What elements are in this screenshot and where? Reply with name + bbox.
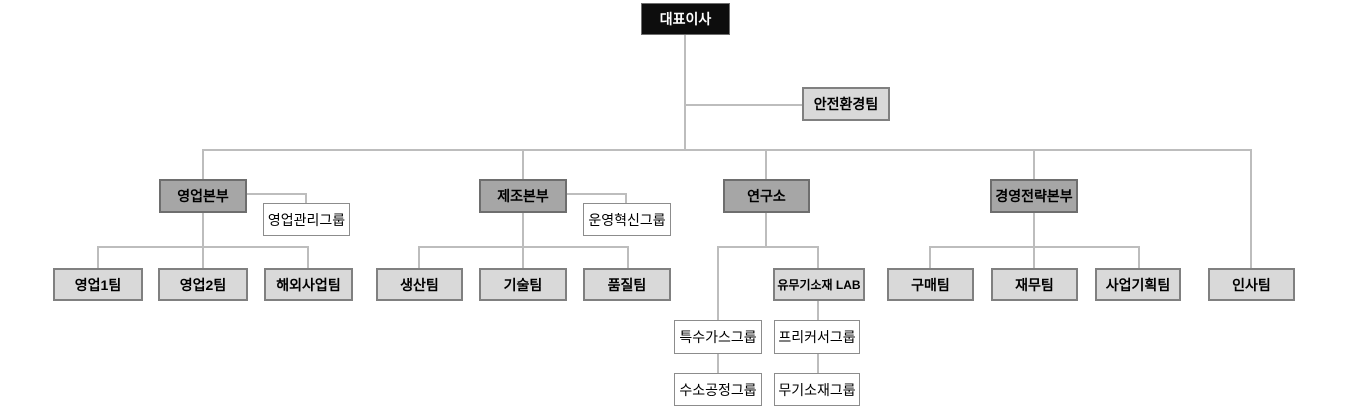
connector-drop-overseas-team	[307, 246, 309, 268]
connector-sales-hq-stem	[202, 213, 204, 268]
team-purchasing: 구매팀	[887, 268, 974, 301]
connector-gas-to-hydrogen	[717, 354, 719, 373]
connector-ceo-vertical	[684, 35, 686, 150]
team-business-planning: 사업기획팀	[1095, 268, 1181, 301]
group-hydrogen-process: 수소공정그룹	[674, 373, 762, 406]
division-manufacturing-hq: 제조본부	[479, 179, 567, 213]
team-production: 생산팀	[376, 268, 463, 301]
division-sales-hq: 영업본부	[159, 179, 247, 213]
connector-drop-materials-lab	[817, 246, 819, 268]
team-technology: 기술팀	[479, 268, 567, 301]
connector-main-horizontal	[202, 149, 1252, 151]
connector-drop-biz-planning-team	[1138, 246, 1140, 268]
connector-drop-hr-team	[1250, 150, 1252, 268]
team-sales-1: 영업1팀	[53, 268, 143, 301]
group-operations-innovation: 운영혁신그룹	[583, 203, 671, 236]
connector-drop-quality-team	[627, 246, 629, 268]
connector-manufacturing-stem	[522, 213, 524, 268]
team-organic-inorganic-materials-lab: 유무기소재 LAB	[773, 268, 865, 301]
group-precursor: 프리커서그룹	[774, 320, 860, 354]
connector-drop-rnd-center	[765, 150, 767, 179]
connector-drop-sales-hq	[202, 150, 204, 179]
group-sales-management: 영업관리그룹	[263, 203, 350, 236]
group-special-gas: 특수가스그룹	[674, 320, 762, 354]
team-overseas-business: 해외사업팀	[264, 268, 353, 301]
connector-strategy-rail	[929, 246, 1140, 248]
division-strategy-hq: 경영전략본부	[990, 179, 1078, 213]
team-finance: 재무팀	[991, 268, 1078, 301]
connector-sales-mgmt-elbow-h	[247, 193, 307, 195]
connector-sales-hq-rail	[97, 246, 309, 248]
team-hr: 인사팀	[1208, 268, 1295, 301]
connector-safety-branch	[685, 104, 802, 106]
connector-drop-production-team	[418, 246, 420, 268]
safety-environment-team-box: 안전환경팀	[802, 87, 890, 121]
connector-sales-mgmt-elbow-v	[305, 193, 307, 203]
connector-drop-purchasing-team	[929, 246, 931, 268]
connector-precursor-to-inorganic	[817, 354, 819, 373]
connector-manufacturing-rail	[418, 246, 629, 248]
connector-ops-innovation-elbow-v	[625, 193, 627, 203]
connector-drop-special-gas	[717, 246, 719, 320]
group-inorganic-materials: 무기소재그룹	[774, 373, 860, 406]
division-rnd-center: 연구소	[723, 179, 810, 213]
connector-rnd-stem	[765, 213, 767, 248]
connector-ops-innovation-elbow-h	[567, 193, 627, 195]
connector-drop-sales-team1	[97, 246, 99, 268]
connector-drop-manufacturing-hq	[522, 150, 524, 179]
team-sales-2: 영업2팀	[158, 268, 248, 301]
connector-rnd-rail	[717, 246, 819, 248]
connector-drop-strategy-hq	[1033, 150, 1035, 179]
ceo-box: 대표이사	[641, 3, 730, 35]
connector-lab-to-precursor	[817, 301, 819, 320]
team-quality: 품질팀	[583, 268, 671, 301]
connector-strategy-stem	[1033, 213, 1035, 268]
